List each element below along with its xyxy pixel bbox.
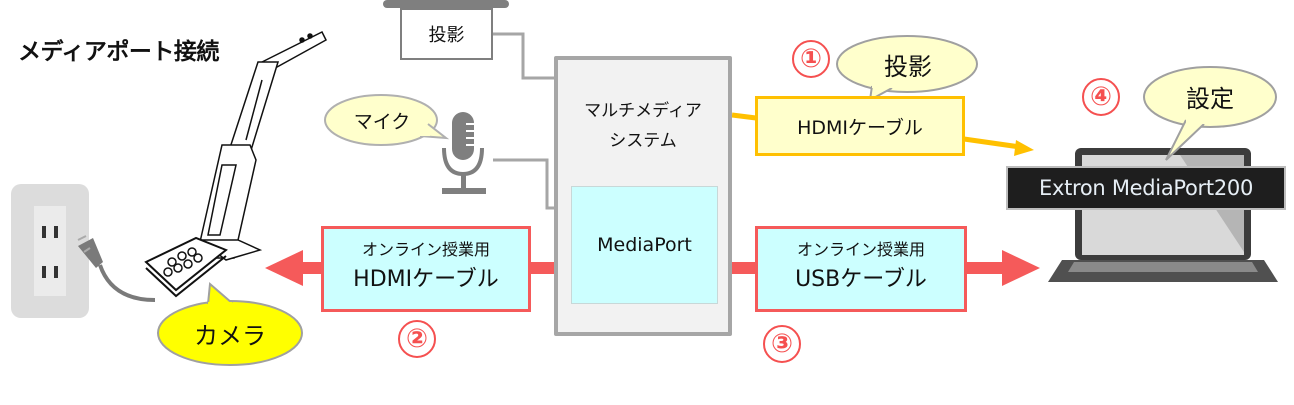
mic-bubble-text: マイク [353, 110, 411, 133]
page-title: メディアポート接続 [18, 39, 219, 65]
hdmi-online-arrowhead [265, 250, 303, 286]
extron-mediaport-app-label: Extron MediaPort200 [1006, 166, 1286, 210]
wall-outlet-icon [11, 184, 89, 318]
step-3-badge: ③ [763, 325, 801, 363]
hdmi-online-cable-line2: HDMIケーブル [353, 267, 499, 292]
projector-label: 投影 [428, 25, 465, 46]
multimedia-system-label-line1: マルチメディア [584, 101, 702, 121]
projector-connection-line [493, 32, 556, 80]
projection-bubble-text: 投影 [884, 52, 932, 81]
hdmi-projection-line-out [963, 136, 1021, 150]
hdmi-projection-cable-box: HDMIケーブル [755, 96, 965, 156]
mediaport-box: MediaPort [571, 186, 718, 304]
camera-bubble-text: カメラ [194, 321, 266, 350]
mic-speech-bubble [324, 94, 450, 146]
hdmi-projection-line-in [731, 112, 757, 121]
document-camera-icon [144, 30, 327, 298]
projector-screen-bar [383, 0, 509, 8]
hdmi-online-line-left [300, 262, 322, 274]
usb-online-cable-line2: USBケーブル [795, 267, 927, 292]
hdmi-projection-cable-label: HDMIケーブル [797, 116, 923, 139]
multimedia-system-label: マルチメディア システム [554, 96, 732, 156]
usb-online-line-right [965, 262, 1005, 274]
projector-box: 投影 [400, 8, 493, 60]
microphone-icon [442, 112, 486, 194]
hdmi-projection-arrowhead [1014, 140, 1034, 156]
step-2-badge: ② [398, 320, 436, 358]
settings-speech-bubble [1143, 66, 1277, 161]
usb-online-cable-line1: オンライン授業用 [796, 240, 925, 259]
usb-online-arrowhead [1002, 250, 1040, 286]
camera-speech-bubble [157, 281, 303, 366]
usb-online-cable-box: オンライン授業用 USBケーブル [755, 226, 967, 312]
hdmi-online-cable-line1: オンライン授業用 [361, 240, 490, 259]
step-1-badge: ① [792, 40, 830, 78]
multimedia-system-label-line2: システム [609, 131, 677, 151]
step-4-badge: ④ [1082, 78, 1120, 116]
hdmi-online-cable-box: オンライン授業用 HDMIケーブル [321, 226, 531, 312]
mediaport-label: MediaPort [597, 234, 692, 256]
power-plug-icon [77, 235, 156, 302]
settings-bubble-text: 設定 [1186, 84, 1234, 113]
